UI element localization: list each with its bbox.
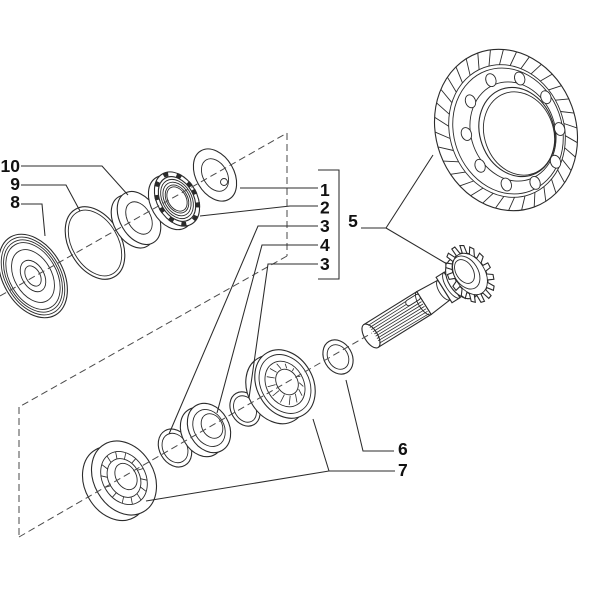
centerlines-layer [0, 132, 373, 538]
leader-4 [216, 244, 318, 414]
leader-6 [345, 379, 394, 452]
ring-gear-bolt-holes [460, 71, 566, 192]
bearing-rollers [266, 363, 304, 405]
leader-7 [145, 418, 395, 502]
callout-6[interactable]: 6 [398, 439, 408, 459]
boundary-line-diagonal [18, 255, 288, 408]
cup-race-part [179, 402, 232, 458]
callout-10[interactable]: 10 [1, 156, 21, 176]
parts-layer [0, 48, 579, 522]
leader-3b [248, 263, 318, 399]
callout-8[interactable]: 8 [10, 192, 20, 212]
tapered-bearing-front-part [81, 440, 158, 522]
callout-3b[interactable]: 3 [320, 254, 330, 274]
callout-3a[interactable]: 3 [320, 216, 330, 236]
leader-8 [21, 203, 46, 237]
leader-lines-layer [21, 154, 448, 502]
thrust-washer-part [322, 339, 354, 375]
flanged-disc-part [0, 233, 68, 319]
callout-9[interactable]: 9 [10, 174, 20, 194]
callout-5[interactable]: 5 [348, 211, 358, 231]
lower-axis-centerline [18, 332, 373, 538]
leader-9 [21, 184, 81, 212]
upper-axis-centerline [0, 132, 288, 297]
leader-2 [199, 205, 318, 217]
ring-gear-teeth [434, 49, 578, 211]
callout-labels-layer: 1 2 3 4 3 5 6 7 8 9 10 [1, 156, 408, 480]
pinion-shaft-part [361, 245, 495, 349]
shaft-splines [367, 293, 430, 344]
leader-10 [21, 165, 129, 196]
callout-4[interactable]: 4 [320, 235, 330, 255]
callout-2[interactable]: 2 [320, 198, 330, 218]
callout-1[interactable]: 1 [320, 180, 330, 200]
spacer-ring-part [110, 191, 162, 249]
o-ring-part [64, 206, 126, 280]
ring-gear-part [433, 48, 579, 212]
group-bracket-5 [318, 169, 340, 280]
callout-7[interactable]: 7 [398, 460, 408, 480]
leader-5 [361, 154, 448, 265]
bearing-rollers [100, 451, 148, 505]
lock-washer-part [192, 148, 238, 202]
ring-nut-part [147, 171, 201, 231]
leader-3a [168, 225, 318, 435]
